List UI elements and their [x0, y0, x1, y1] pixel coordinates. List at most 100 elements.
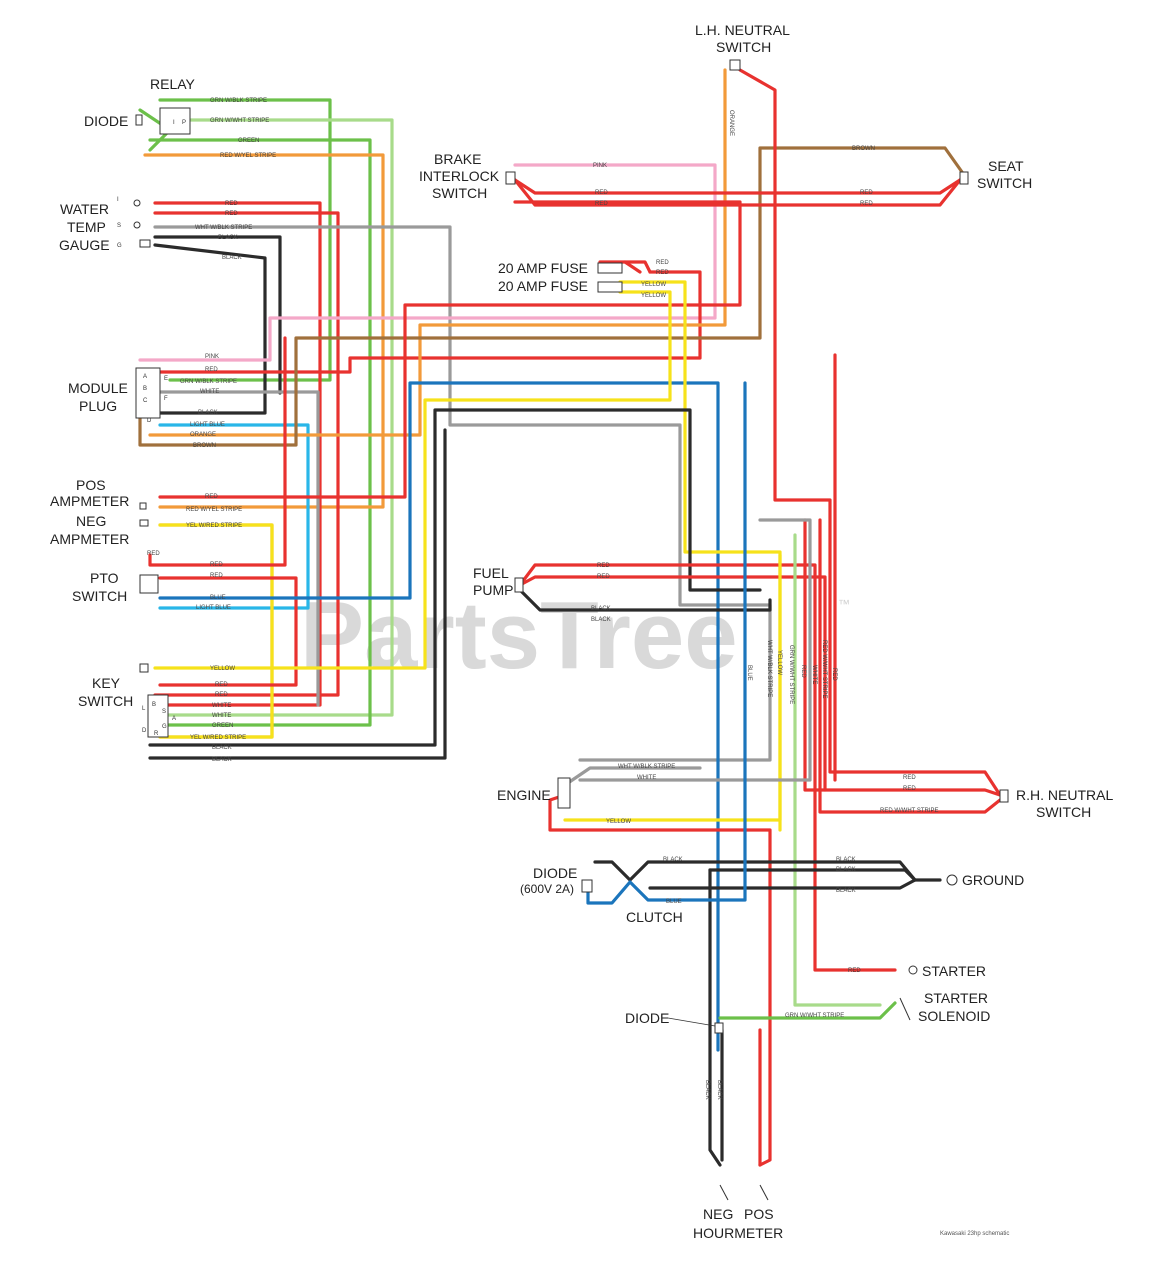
svg-text:BLACK: BLACK	[198, 410, 218, 416]
svg-text:RED: RED	[800, 665, 806, 678]
hm-neg-lead	[719, 1184, 729, 1201]
relay-connector	[159, 107, 191, 135]
diode-mid-label-2: (600V 2A)	[520, 882, 574, 896]
pto-switch-label-2: SWITCH	[72, 588, 127, 604]
svg-text:A: A	[143, 374, 147, 380]
seat-switch-label-1: SEAT	[988, 158, 1024, 174]
fuel-pump-connector	[514, 577, 524, 593]
svg-text:PINK: PINK	[205, 354, 219, 360]
svg-text:RED: RED	[903, 775, 916, 781]
svg-text:LIGHT BLUE: LIGHT BLUE	[190, 422, 225, 428]
wire-red-pto2	[158, 576, 298, 687]
fuse-2-body	[597, 281, 623, 293]
brake-interlock-label-1: BRAKE	[434, 151, 481, 167]
svg-text:B: B	[152, 702, 156, 708]
svg-text:C: C	[143, 398, 148, 404]
svg-text:BLACK: BLACK	[836, 888, 856, 894]
brake-interlock-label-2: INTERLOCK	[419, 168, 500, 184]
rh-neutral-connector	[999, 789, 1009, 803]
diode-top-label: DIODE	[84, 113, 128, 129]
svg-text:B: B	[143, 386, 147, 392]
svg-text:GREEN: GREEN	[238, 138, 259, 144]
svg-text:BLACK: BLACK	[218, 235, 238, 241]
svg-text:RED: RED	[597, 563, 610, 569]
svg-text:BLUE: BLUE	[666, 899, 682, 905]
pto-switch-label-1: PTO	[90, 570, 119, 586]
rh-neutral-label-1: R.H. NEUTRAL	[1016, 787, 1113, 803]
svg-text:RED: RED	[205, 367, 218, 373]
svg-text:ORANGE: ORANGE	[728, 110, 734, 136]
clutch-label: CLUTCH	[626, 909, 683, 925]
starter-label: STARTER	[922, 963, 986, 979]
wire-lightblue-mod	[158, 423, 310, 610]
module-plug-label-1: MODULE	[68, 380, 128, 396]
wire-red-wt1	[153, 201, 322, 707]
fuel-pump-label-1: FUEL	[473, 565, 509, 581]
lh-neutral-label-2: SWITCH	[716, 39, 771, 55]
svg-text:YEL W/RED STRIPE: YEL W/RED STRIPE	[186, 523, 242, 529]
svg-text:WHT W/BLK STRIPE: WHT W/BLK STRIPE	[195, 225, 252, 231]
wire-black-key2	[148, 428, 447, 760]
diode-top-connector	[135, 114, 143, 126]
svg-text:WHT W/BLK STRIPE: WHT W/BLK STRIPE	[618, 764, 675, 770]
svg-text:F: F	[164, 396, 168, 402]
svg-text:YELLOW: YELLOW	[776, 650, 782, 675]
svg-text:E: E	[164, 376, 168, 382]
svg-text:RED: RED	[595, 190, 608, 196]
svg-text:GRN W/BLK STRIPE: GRN W/BLK STRIPE	[180, 379, 237, 385]
svg-text:BROWN: BROWN	[193, 443, 216, 449]
starter-solenoid-label-1: STARTER	[924, 990, 988, 1006]
key-switch-label-1: KEY	[92, 675, 121, 691]
svg-text:RED: RED	[848, 968, 861, 974]
svg-text:BLACK: BLACK	[212, 745, 232, 751]
svg-text:RED W/WHT STRIPE: RED W/WHT STRIPE	[880, 808, 939, 814]
relay-label: RELAY	[150, 76, 196, 92]
svg-text:RED: RED	[656, 270, 669, 276]
svg-text:BLACK: BLACK	[591, 606, 611, 612]
svg-text:L: L	[142, 706, 146, 712]
svg-text:RED: RED	[656, 260, 669, 266]
wire-grn-blk-relay	[158, 98, 332, 382]
svg-text:BLACK: BLACK	[704, 1080, 710, 1100]
wire-labels: GRN W/BLK STRIPE GRN W/WHT STRIPE GREEN …	[147, 98, 939, 1100]
pos-amp-connector	[139, 502, 147, 510]
wire-black-gnd-v	[708, 868, 722, 1167]
brake-interlock-label-3: SWITCH	[432, 185, 487, 201]
svg-text:ORANGE: ORANGE	[190, 432, 216, 438]
key-switch-label-2: SWITCH	[78, 693, 133, 709]
starter-solenoid-label-2: SOLENOID	[918, 1008, 990, 1024]
water-temp-label-3: GAUGE	[59, 237, 110, 253]
svg-text:WHITE: WHITE	[637, 775, 656, 781]
svg-text:YELLOW: YELLOW	[641, 282, 666, 288]
module-plug-label-2: PLUG	[79, 398, 117, 414]
svg-text:RED: RED	[860, 201, 873, 207]
ground-label: GROUND	[962, 872, 1024, 888]
svg-text:RED: RED	[595, 201, 608, 207]
neg-ampmeter-label-1: NEG	[76, 513, 106, 529]
svg-text:S: S	[117, 223, 121, 229]
wire-blue-pto	[158, 381, 720, 1052]
wire-red-pto1	[148, 336, 287, 567]
svg-text:RED: RED	[147, 551, 160, 557]
footnote: Kawasaki 23hp schematic	[940, 1231, 1009, 1237]
svg-text:BLACK: BLACK	[663, 857, 683, 863]
svg-text:LIGHT BLUE: LIGHT BLUE	[196, 605, 231, 611]
diode-low-leader	[667, 1017, 716, 1027]
svg-text:R: R	[154, 731, 159, 737]
diode-low-body	[714, 1022, 724, 1034]
svg-text:RED W/YEL STRIPE: RED W/YEL STRIPE	[186, 507, 242, 513]
svg-text:GRN W/WHT STRIPE: GRN W/WHT STRIPE	[785, 1013, 844, 1019]
neg-amp-connector	[139, 519, 149, 527]
wire-orange-mod	[148, 68, 727, 437]
wire-red-wht-v	[818, 518, 1002, 814]
wire-red-fuse2	[623, 260, 652, 274]
fuel-pump-label-2: PUMP	[473, 582, 513, 598]
svg-text:BLUE: BLUE	[210, 595, 226, 601]
svg-text:PINK: PINK	[593, 163, 607, 169]
wire-red-eng	[548, 793, 772, 1167]
wire-black-wt1	[153, 235, 282, 395]
svg-text:G: G	[162, 724, 167, 730]
wire-red-mod	[148, 270, 702, 374]
wire-pink	[138, 163, 717, 362]
